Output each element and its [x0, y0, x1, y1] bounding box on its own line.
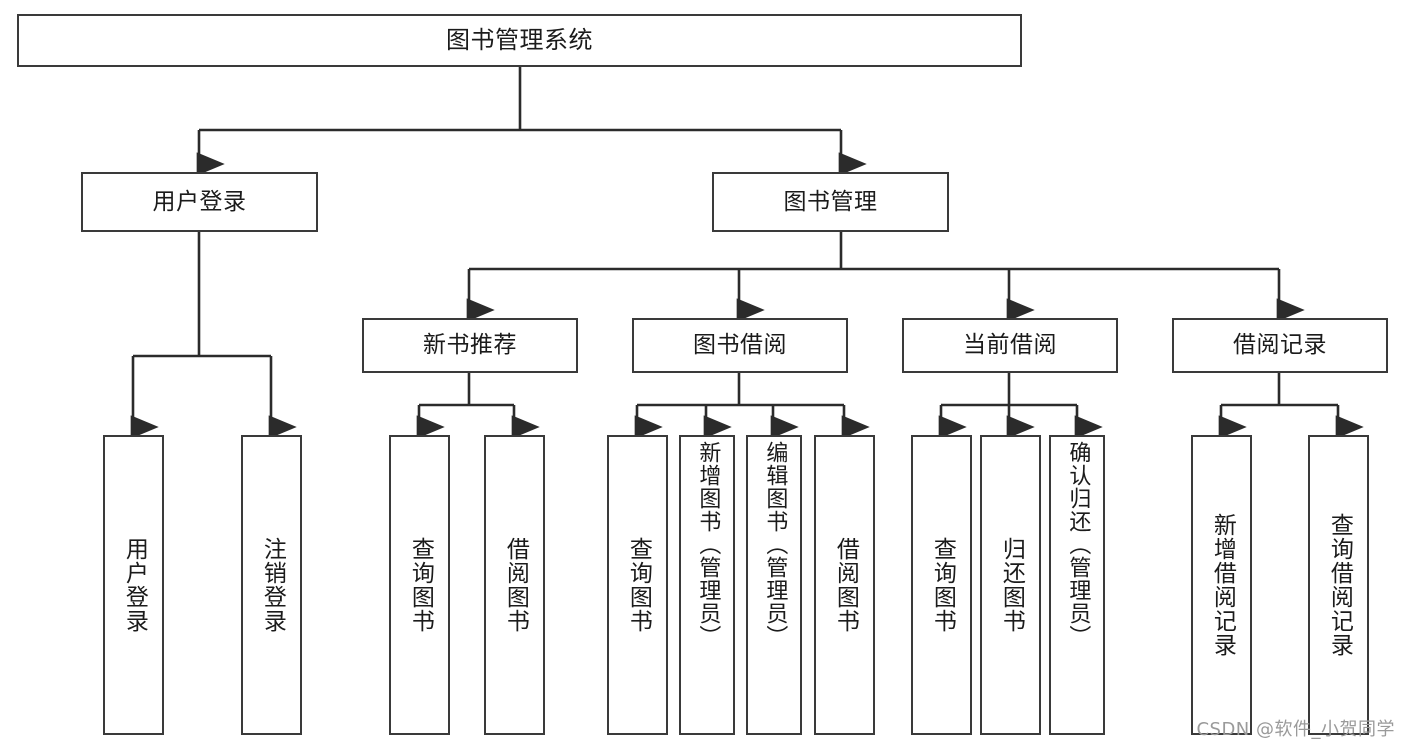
node-leaf-query-book-1[interactable]: 查询图书	[389, 435, 450, 735]
node-leaf-borrow-book-1-label: 借阅图书	[502, 537, 529, 633]
node-leaf-add-record-label: 新增借阅记录	[1209, 513, 1236, 657]
node-new-book-recommend-label: 新书推荐	[423, 332, 517, 359]
node-leaf-logout-login[interactable]: 注销登录	[241, 435, 302, 735]
node-leaf-user-login[interactable]: 用户登录	[103, 435, 164, 735]
node-current-borrow[interactable]: 当前借阅	[902, 318, 1118, 373]
node-leaf-add-record[interactable]: 新增借阅记录	[1191, 435, 1252, 735]
node-leaf-query-book-3[interactable]: 查询图书	[911, 435, 972, 735]
node-leaf-confirm-return-label: 确认归还（管理员）	[1065, 441, 1091, 648]
node-book-management[interactable]: 图书管理	[712, 172, 949, 232]
node-leaf-borrow-book-1[interactable]: 借阅图书	[484, 435, 545, 735]
node-leaf-borrow-book-2-label: 借阅图书	[832, 537, 859, 633]
node-borrow-record[interactable]: 借阅记录	[1172, 318, 1388, 373]
watermark-text: CSDN @软件_小贺同学	[1196, 719, 1395, 740]
node-leaf-edit-book-label: 编辑图书（管理员）	[762, 441, 788, 648]
node-leaf-edit-book[interactable]: 编辑图书（管理员）	[746, 435, 802, 735]
node-leaf-return-book-label: 归还图书	[998, 537, 1025, 633]
node-current-borrow-label: 当前借阅	[963, 332, 1057, 359]
node-leaf-confirm-return[interactable]: 确认归还（管理员）	[1049, 435, 1105, 735]
node-leaf-query-book-3-label: 查询图书	[929, 537, 956, 633]
node-user-login[interactable]: 用户登录	[81, 172, 318, 232]
node-new-book-recommend[interactable]: 新书推荐	[362, 318, 578, 373]
node-leaf-query-record[interactable]: 查询借阅记录	[1308, 435, 1369, 735]
node-borrow-record-label: 借阅记录	[1233, 332, 1327, 359]
node-leaf-query-book-2-label: 查询图书	[625, 537, 652, 633]
node-leaf-logout-login-label: 注销登录	[259, 537, 286, 633]
node-leaf-query-book-2[interactable]: 查询图书	[607, 435, 668, 735]
node-leaf-return-book[interactable]: 归还图书	[980, 435, 1041, 735]
node-user-login-label: 用户登录	[152, 188, 247, 215]
node-leaf-add-book-label: 新增图书（管理员）	[695, 441, 721, 648]
node-root-label: 图书管理系统	[446, 25, 593, 54]
node-book-borrow-label: 图书借阅	[693, 332, 787, 359]
node-book-borrow[interactable]: 图书借阅	[632, 318, 848, 373]
node-leaf-query-book-1-label: 查询图书	[407, 537, 434, 633]
node-leaf-borrow-book-2[interactable]: 借阅图书	[814, 435, 875, 735]
node-root[interactable]: 图书管理系统	[17, 14, 1022, 67]
node-leaf-user-login-label: 用户登录	[121, 537, 148, 633]
node-leaf-query-record-label: 查询借阅记录	[1326, 513, 1353, 657]
node-leaf-add-book[interactable]: 新增图书（管理员）	[679, 435, 735, 735]
node-book-management-label: 图书管理	[783, 188, 878, 215]
